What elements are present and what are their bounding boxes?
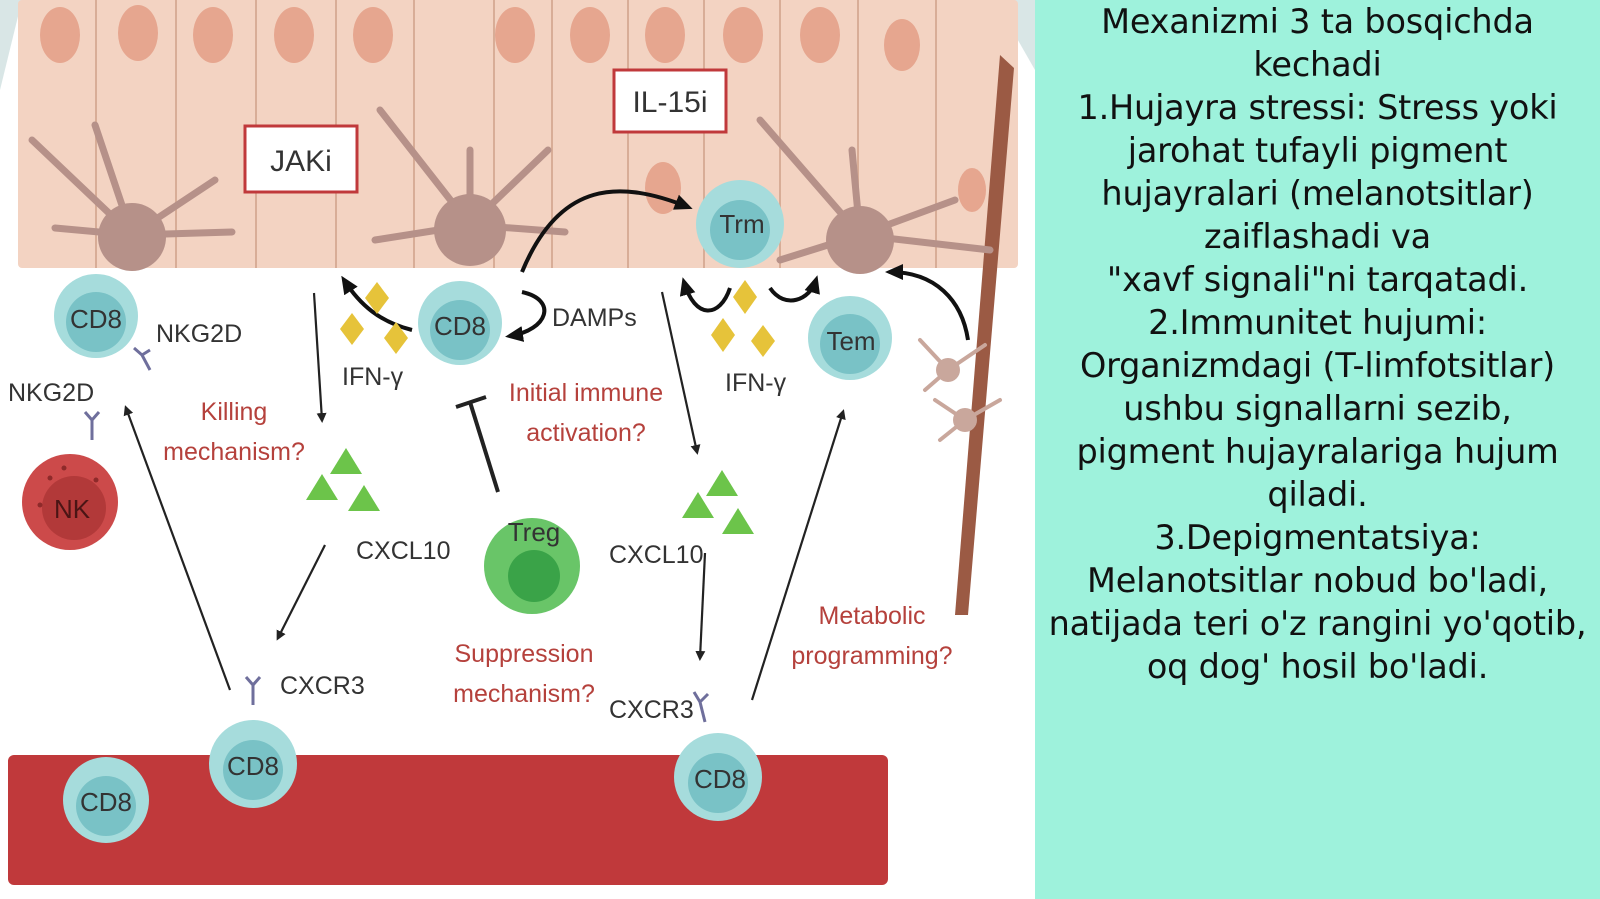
cxcl10-label-right: CXCL10 [609,541,704,569]
caption-line: zaiflashadi va [1203,217,1432,256]
cxcr3-label-right: CXCR3 [609,696,694,724]
metabolic-question-line1: Metabolic [819,602,926,630]
follicle-melanocyte-body [953,408,977,432]
jaki-box: JAKi [243,124,359,194]
caption-line: "xavf signali"ni tarqatadi. [1106,260,1529,299]
treg-suppression-inhibition [455,395,500,493]
follicle-melanocyte-body [936,358,960,382]
cxcl10-label-left: CXCL10 [356,537,451,565]
caption-line: 1.Hujayra stressi: Stress yoki [1077,88,1558,127]
nk-label: NK [54,494,91,524]
caption-text: Mexanizmi 3 ta bosqichda kechadi 1.Hujay… [1035,0,1600,688]
tem-cell: Tem [808,296,892,380]
cd8-label: CD8 [70,304,122,334]
pathway-arrows [123,291,846,701]
damps-label: DAMPs [552,304,637,332]
receptors [83,346,710,723]
caption-line: Melanotsitlar nobud bo'ladi, [1087,561,1548,600]
initial-question-line2: activation? [526,419,646,447]
suppression-question-line2: mechanism? [453,680,595,708]
cd8-label: CD8 [694,764,746,794]
killing-question-line1: Killing [201,398,268,426]
treg-cell: Treg [484,517,580,614]
caption-line: 2.Immunitet hujumi: [1148,303,1487,342]
caption-line: 3.Depigmentatsiya: [1154,518,1481,557]
ifn-gamma-label-left: IFN-γ [342,363,404,391]
cd8-cell-center: CD8 [418,281,502,365]
tem-label: Tem [826,326,875,356]
cxcl10-molecules [306,448,754,534]
bold-arrows [341,189,970,342]
caption-line: jarohat tufayli pigment [1127,131,1508,170]
nkg2d-label-cd8: NKG2D [156,320,242,348]
cd8-cell-vessel-b: CD8 [63,757,149,843]
killing-question-line2: mechanism? [163,438,305,466]
cxcr3-label-left: CXCR3 [280,672,365,700]
diagram-svg: JAKi IL-15i [0,0,1035,899]
cd8-cell-vessel-c: CD8 [674,733,762,821]
initial-question-line1: Initial immune [509,379,663,407]
nk-cell: NK [22,454,118,550]
caption-line: oq dog' hosil bo'ladi. [1146,647,1489,686]
cd8-label: CD8 [227,751,279,781]
caption-line: Mexanizmi 3 ta bosqichda [1101,2,1534,41]
ifn-gamma-label-right: IFN-γ [725,369,787,397]
cd8-cell-left: CD8 [54,274,138,358]
caption-line: ushbu signallarni sezib, [1123,389,1512,428]
treg-label: Treg [508,517,561,547]
caption-line: qiladi. [1267,475,1368,514]
caption-line: natijada teri o'z rangini yo'qotib, [1048,604,1587,643]
cd8-label: CD8 [80,787,132,817]
caption-line: pigment hujayralariga hujum [1076,432,1559,471]
il15i-box: IL-15i [612,68,728,134]
nkg2d-label-nk: NKG2D [8,379,94,407]
melanocyte-body [98,203,166,271]
ifn-gamma-molecules [340,280,775,357]
corner-bevel [0,0,22,90]
caption-line: Organizmdagi (T-limfotsitlar) [1079,346,1556,385]
cd8-cell-vessel-a: CD8 [209,720,297,808]
trm-label: Trm [719,209,764,239]
caption-panel: Mexanizmi 3 ta bosqichda kechadi 1.Hujay… [1035,0,1600,899]
suppression-question-line1: Suppression [455,640,594,668]
melanocyte-body [434,194,506,266]
caption-line: hujayralari (melanotsitlar) [1101,174,1534,213]
open-questions: Killing mechanism? Initial immune activa… [163,379,952,708]
trm-cell: Trm [696,180,784,268]
caption-line: kechadi [1253,45,1382,84]
jaki-label: JAKi [270,145,332,178]
metabolic-question-line2: programming? [791,642,952,670]
melanocyte-body [826,206,894,274]
vitiligo-diagram: JAKi IL-15i [0,0,1035,899]
cd8-label: CD8 [434,311,486,341]
il15i-label: IL-15i [632,86,707,119]
molecule-labels: NKG2D NKG2D IFN-γ DAMPs IFN-γ CXCL10 CXC… [8,304,787,724]
